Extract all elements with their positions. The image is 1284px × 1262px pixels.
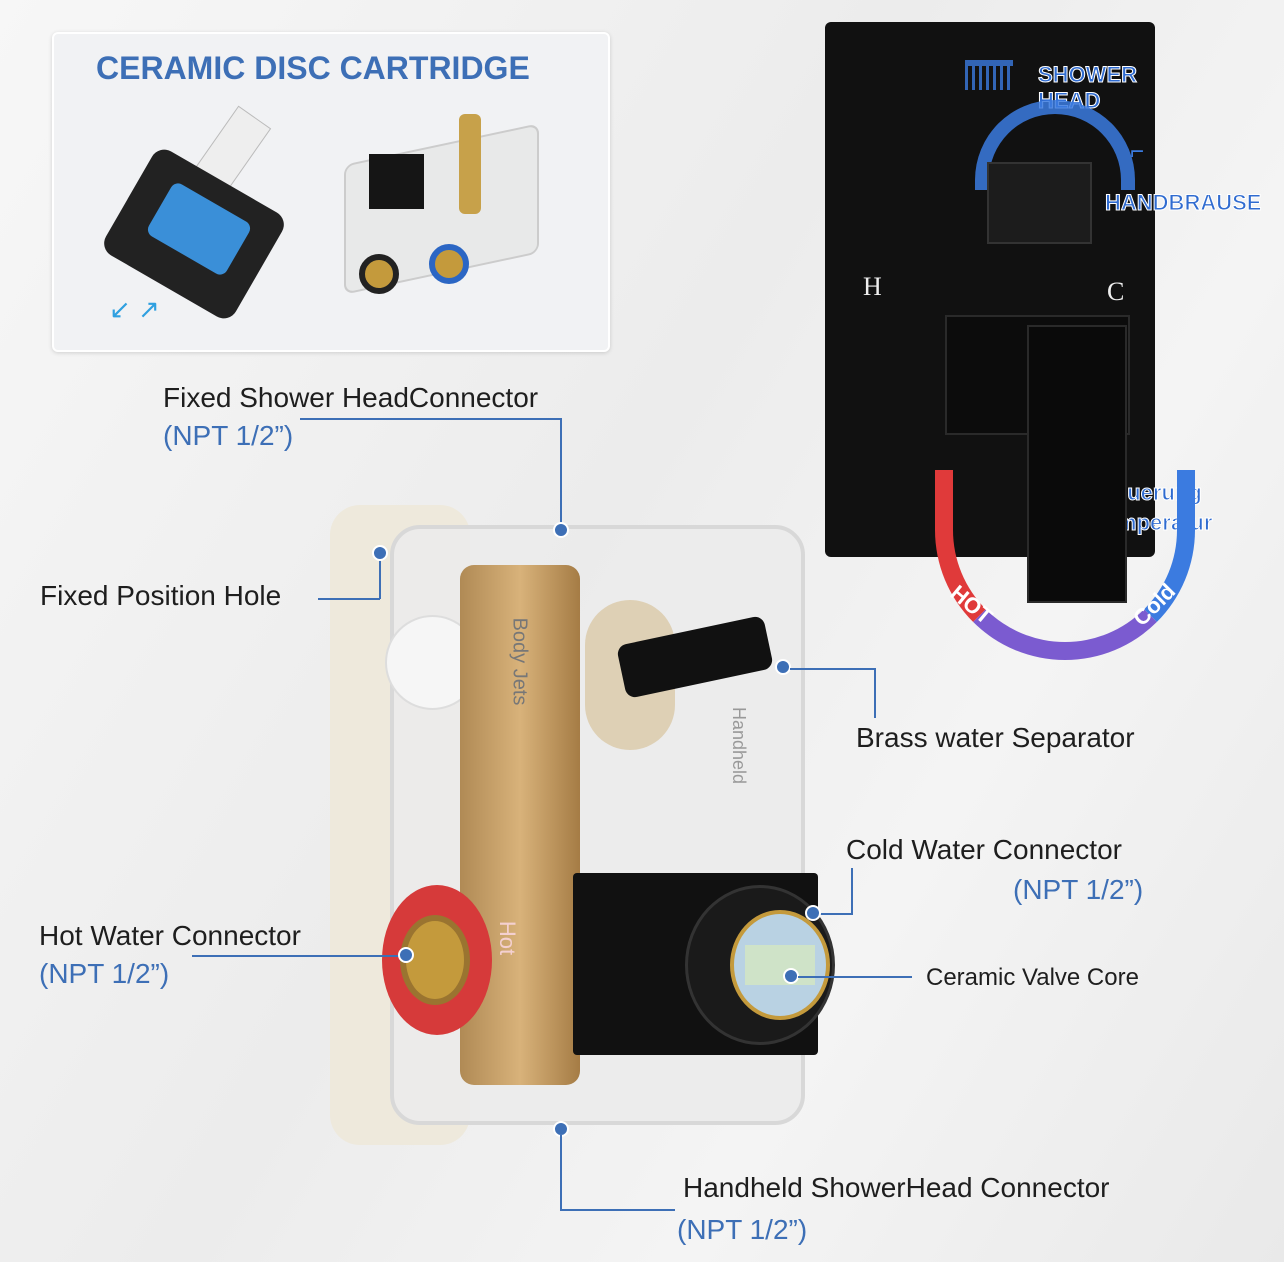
ceramic-cartridge-inset: CERAMIC DISC CARTRIDGE ↙ ↗ bbox=[52, 32, 610, 352]
fixed-head-dot bbox=[553, 522, 569, 538]
body-jets-marking: Body Jets bbox=[508, 617, 531, 706]
handshower-icon: ⌐ bbox=[1130, 138, 1145, 165]
brass-label: Brass water Separator bbox=[856, 722, 1135, 753]
temperature-arc bbox=[935, 470, 1195, 660]
fixed-head-label: Fixed Shower HeadConnector bbox=[163, 382, 539, 413]
inset-title: CERAMIC DISC CARTRIDGE bbox=[96, 50, 530, 86]
cold-mark: C bbox=[1107, 277, 1125, 306]
valve-box-illustration bbox=[334, 104, 554, 334]
brass-dot bbox=[775, 659, 791, 675]
fixed-head-spec: (NPT 1/2”) bbox=[163, 420, 294, 451]
cold-spec: (NPT 1/2”) bbox=[1013, 874, 1144, 905]
shower-head-icon bbox=[965, 60, 1013, 90]
handheld-spec: (NPT 1/2”) bbox=[677, 1214, 808, 1245]
ceramic-label: Ceramic Valve Core bbox=[926, 964, 1139, 991]
handheld-marking: Handheld bbox=[729, 706, 750, 785]
hot-spec: (NPT 1/2”) bbox=[39, 958, 170, 989]
hot-marking: Hot bbox=[495, 920, 521, 956]
valve-trim-plate: SHOWER HEAD ⌐ HANDBRAUSE H C Steuerung T… bbox=[825, 22, 1262, 557]
diverter-knob[interactable] bbox=[987, 162, 1092, 244]
rough-in-valve: Hot Body Jets Handheld bbox=[330, 505, 835, 1145]
handbrause-label: HANDBRAUSE bbox=[1104, 190, 1262, 216]
cold-label: Cold Water Connector bbox=[846, 834, 1122, 865]
handheld-label: Handheld ShowerHead Connector bbox=[683, 1172, 1110, 1203]
fixed-hole-label: Fixed Position Hole bbox=[40, 580, 282, 611]
cartridge-illustration: ↙ ↗ bbox=[99, 104, 299, 334]
ceramic-dot bbox=[783, 968, 799, 984]
fixed-hole-dot bbox=[372, 545, 388, 561]
hot-dot bbox=[398, 947, 414, 963]
hot-mark: H bbox=[863, 272, 882, 301]
hot-label: Hot Water Connector bbox=[39, 920, 301, 951]
cold-dot bbox=[805, 905, 821, 921]
